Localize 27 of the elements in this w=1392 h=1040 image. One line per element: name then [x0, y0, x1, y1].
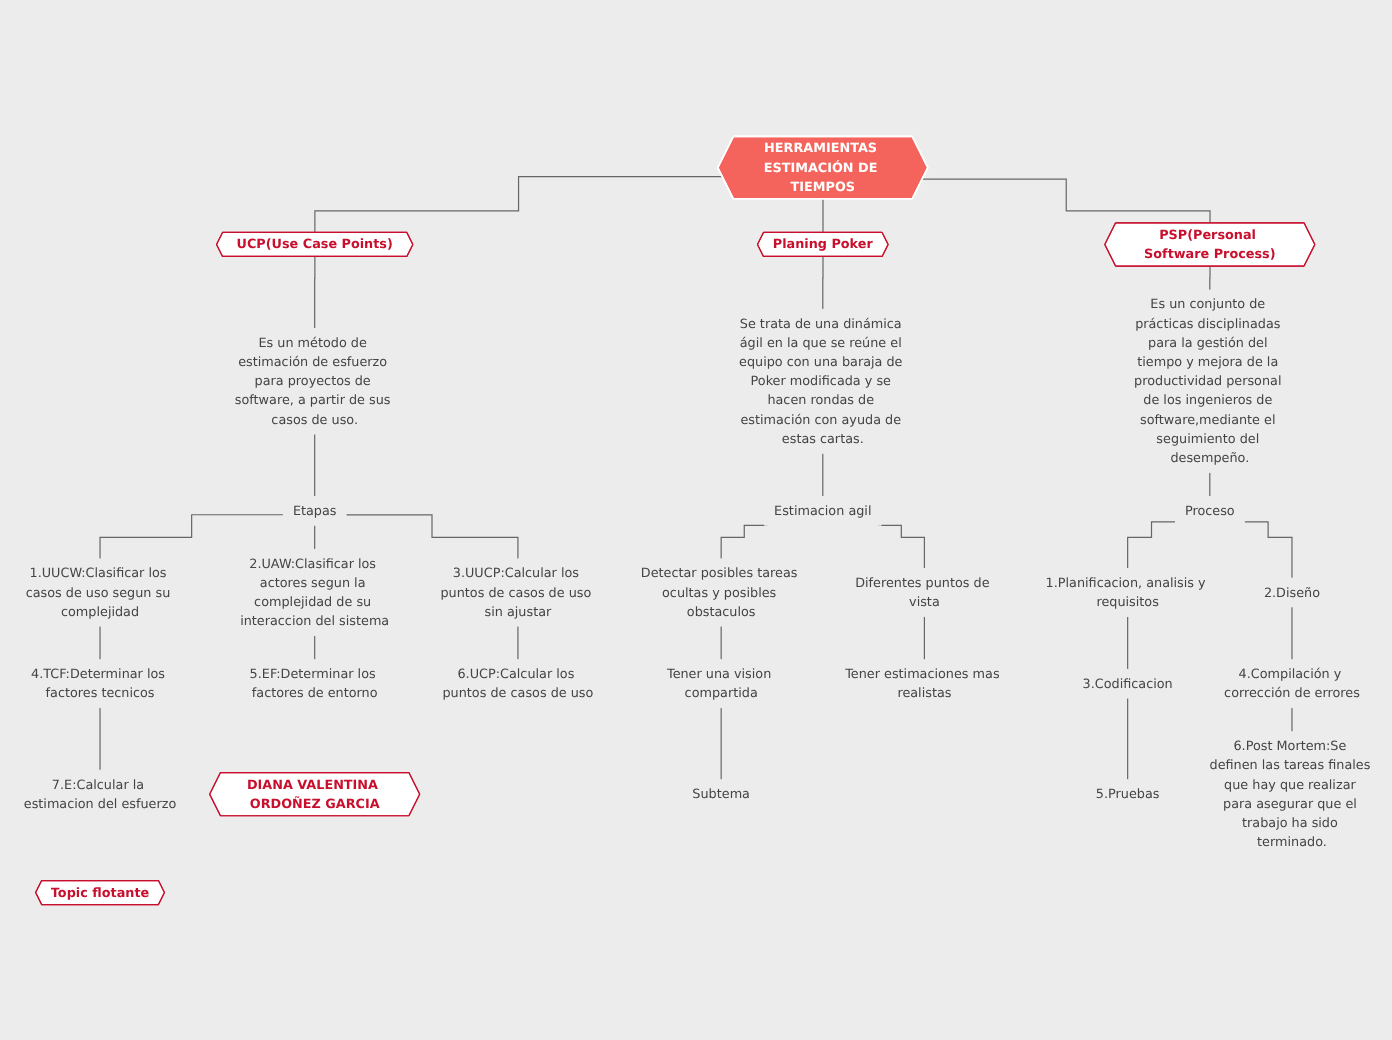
connector	[1243, 520, 1293, 579]
connector	[720, 706, 722, 780]
connector	[922, 178, 1211, 224]
connector	[923, 615, 925, 660]
connector	[314, 524, 316, 550]
connector	[1209, 471, 1211, 497]
connector	[314, 175, 724, 233]
connector	[345, 513, 519, 559]
connector	[314, 634, 316, 660]
connector	[822, 452, 824, 497]
connector	[314, 432, 316, 497]
connector	[99, 513, 284, 559]
connector	[877, 524, 925, 569]
connector	[1291, 605, 1293, 660]
connector	[1127, 697, 1129, 780]
connector	[99, 706, 101, 771]
connector	[1209, 265, 1211, 291]
connector	[1127, 520, 1176, 569]
connector	[720, 524, 768, 559]
connector	[822, 255, 824, 310]
connector	[314, 255, 316, 329]
connector	[720, 625, 722, 660]
connector	[99, 625, 101, 660]
connector	[822, 198, 824, 233]
connector	[1127, 615, 1129, 670]
connector	[1291, 706, 1293, 732]
connector	[517, 625, 519, 660]
